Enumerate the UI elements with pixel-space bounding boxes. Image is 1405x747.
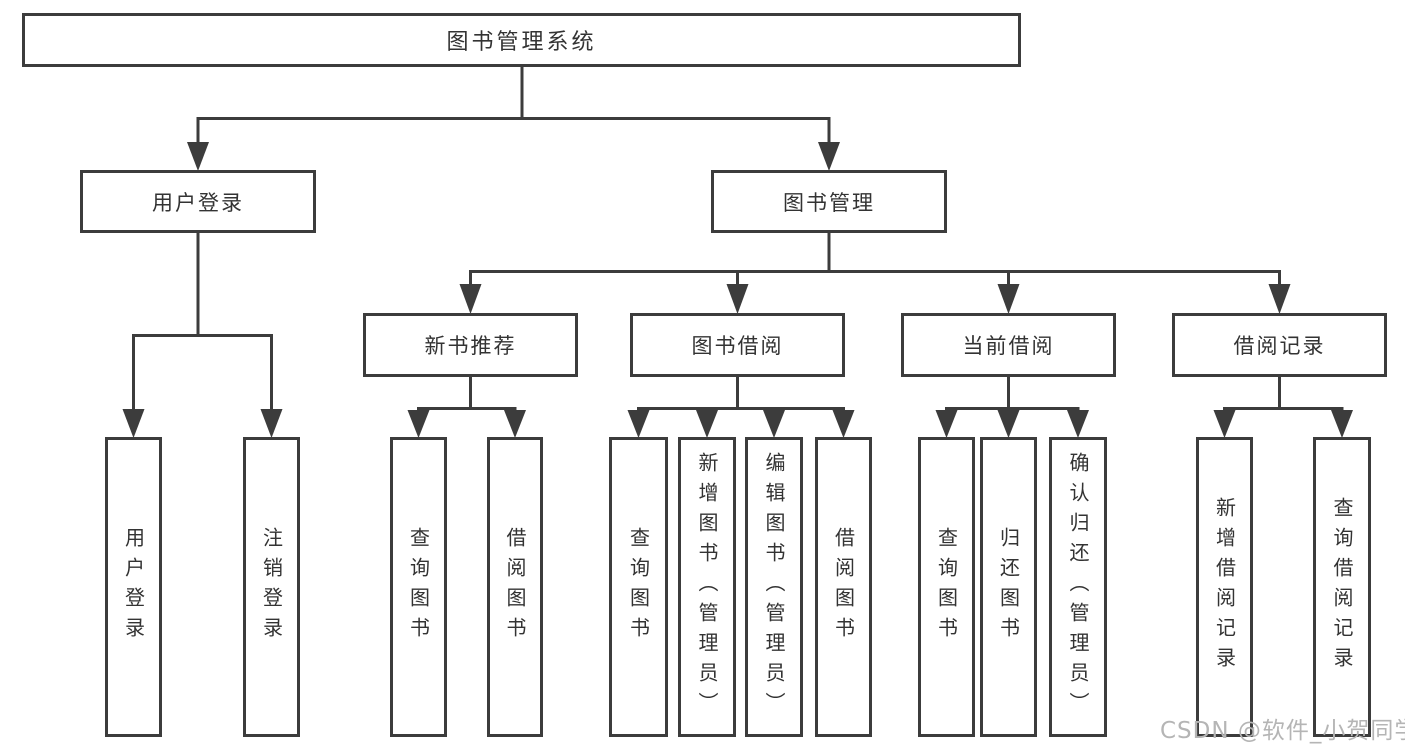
- leaf-current-return-books: 归还图书: [980, 437, 1037, 737]
- leaf-current-confirm-return-admin: 确认归还（管理员）: [1049, 437, 1107, 737]
- leaf-user-login-label: 用户登录: [121, 527, 146, 647]
- leaf-current-return-books-label: 归还图书: [996, 527, 1021, 647]
- leaf-recommend-borrow-books: 借阅图书: [487, 437, 543, 737]
- leaf-borrowing-query-books-label: 查询图书: [626, 527, 651, 647]
- leaf-recommend-query-books-label: 查询图书: [406, 527, 431, 647]
- leaf-records-query-record: 查询借阅记录: [1313, 437, 1371, 737]
- node-root-label: 图书管理系统: [446, 30, 597, 55]
- node-book-borrowing-label: 图书借阅: [691, 334, 784, 358]
- leaf-borrowing-edit-books-admin: 编辑图书（管理员）: [745, 437, 803, 737]
- node-book-management-label: 图书管理: [783, 190, 875, 215]
- leaf-borrowing-add-books-admin-label: 新增图书（管理员）: [695, 452, 719, 722]
- node-current-borrowing-label: 当前借阅: [962, 334, 1055, 358]
- leaf-borrowing-edit-books-admin-label: 编辑图书（管理员）: [762, 452, 786, 722]
- leaf-borrowing-borrow-books: 借阅图书: [815, 437, 872, 737]
- leaf-current-query-books: 查询图书: [918, 437, 975, 737]
- leaf-current-query-books-label: 查询图书: [934, 527, 959, 647]
- node-book-borrowing: 图书借阅: [630, 313, 845, 377]
- leaf-borrowing-add-books-admin: 新增图书（管理员）: [678, 437, 736, 737]
- node-user-login-label: 用户登录: [152, 190, 244, 215]
- leaf-borrowing-query-books: 查询图书: [609, 437, 668, 737]
- node-borrowing-records-label: 借阅记录: [1233, 334, 1326, 358]
- leaf-recommend-query-books: 查询图书: [390, 437, 447, 737]
- leaf-current-confirm-return-admin-label: 确认归还（管理员）: [1066, 452, 1090, 722]
- leaf-logout-login-label: 注销登录: [259, 527, 284, 647]
- leaf-user-login: 用户登录: [105, 437, 162, 737]
- node-borrowing-records: 借阅记录: [1172, 313, 1387, 377]
- node-new-book-recommend: 新书推荐: [363, 313, 578, 377]
- node-user-login: 用户登录: [80, 170, 316, 233]
- node-book-management: 图书管理: [711, 170, 947, 233]
- leaf-records-add-record-label: 新增借阅记录: [1212, 497, 1237, 677]
- leaf-records-add-record: 新增借阅记录: [1196, 437, 1253, 737]
- leaf-recommend-borrow-books-label: 借阅图书: [503, 527, 527, 647]
- csdn-watermark: CSDN @软件_小贺同学: [1160, 718, 1405, 744]
- leaf-logout-login: 注销登录: [243, 437, 300, 737]
- node-current-borrowing: 当前借阅: [901, 313, 1116, 377]
- node-new-book-recommend-label: 新书推荐: [424, 334, 517, 358]
- node-root: 图书管理系统: [22, 13, 1021, 67]
- leaf-records-query-record-label: 查询借阅记录: [1330, 497, 1354, 677]
- leaf-borrowing-borrow-books-label: 借阅图书: [831, 527, 856, 647]
